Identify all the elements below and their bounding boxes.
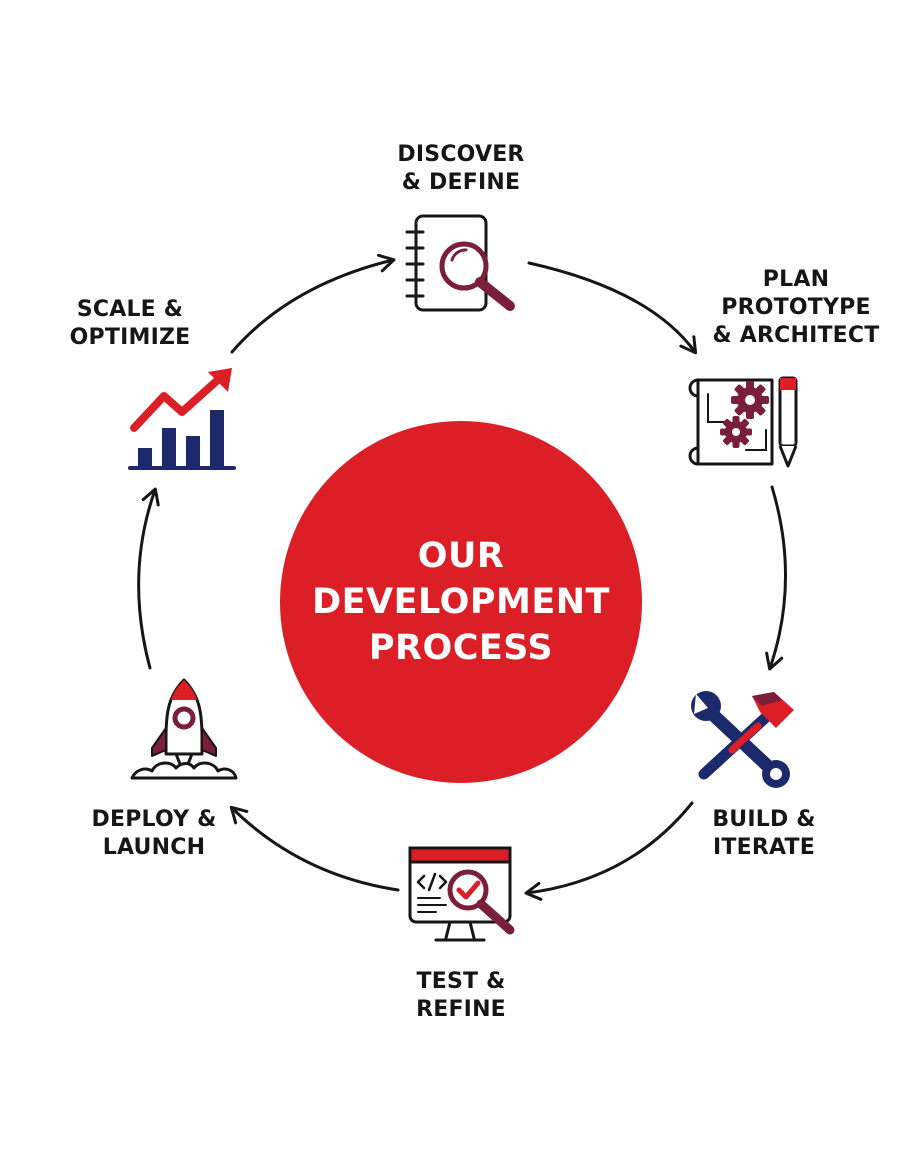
arrow-discover-to-plan xyxy=(527,261,698,355)
center-title-line-3: PROCESS xyxy=(368,628,554,668)
center-title-line-1: OUR xyxy=(417,536,505,576)
center-disc xyxy=(280,421,642,783)
blueprint-gears-pencil-icon xyxy=(688,376,798,468)
step-label-discover: DISCOVER & DEFINE xyxy=(397,142,525,195)
arrow-scale-to-discover xyxy=(230,253,396,354)
arrow-deploy-to-scale xyxy=(137,487,160,670)
arrow-plan-to-build xyxy=(765,485,787,671)
step-label-deploy: DEPLOY & LAUNCH xyxy=(91,807,217,860)
rocket-icon xyxy=(130,678,238,780)
step-label-scale: SCALE & OPTIMIZE xyxy=(69,297,191,350)
notebook-magnifier-icon xyxy=(405,214,515,312)
monitor-code-check-icon xyxy=(408,846,515,942)
arrow-test-to-deploy xyxy=(229,805,400,892)
center-title-line-2: DEVELOPMENT xyxy=(312,582,610,622)
step-label-plan: PLAN PROTOTYPE & ARCHITECT xyxy=(712,267,880,348)
growth-chart-icon xyxy=(128,368,236,470)
arrow-build-to-test xyxy=(524,801,694,901)
wrench-hammer-icon xyxy=(691,691,794,788)
step-label-build: BUILD & ITERATE xyxy=(712,807,816,860)
center-title: OUR DEVELOPMENT PROCESS xyxy=(280,421,642,783)
step-label-test: TEST & REFINE xyxy=(416,969,506,1022)
